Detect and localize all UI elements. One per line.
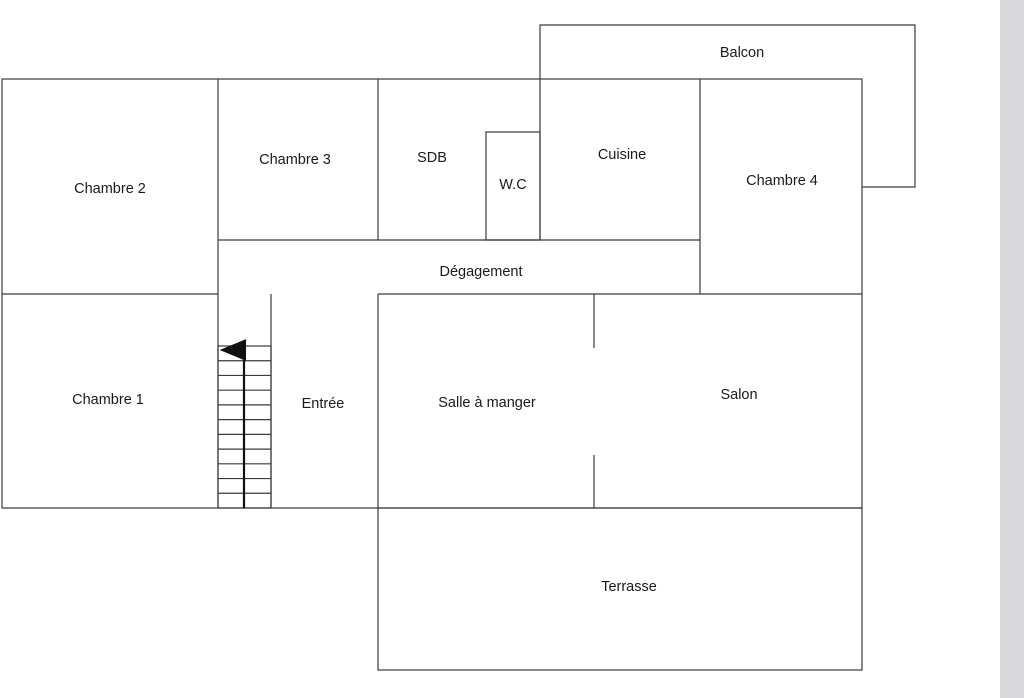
room-label-sdb: SDB — [417, 150, 447, 166]
room-label-degagement: Dégagement — [439, 264, 522, 280]
room-label-salon: Salon — [720, 387, 757, 403]
floor-plan: Balcon Chambre 2 Chambre 3 SDB W.C Cuisi… — [1, 24, 916, 671]
room-label-cuisine: Cuisine — [598, 147, 646, 163]
room-label-chambre-1: Chambre 1 — [72, 392, 144, 408]
interior-walls — [2, 79, 862, 508]
room-label-salle-a-manger: Salle à manger — [438, 395, 536, 411]
side-strip — [1000, 0, 1024, 698]
wc-outline — [485, 131, 541, 241]
terrasse-outline — [377, 507, 863, 671]
room-label-terrasse: Terrasse — [601, 579, 657, 595]
balcon-outline — [539, 24, 916, 188]
room-label-chambre-2: Chambre 2 — [74, 181, 146, 197]
room-label-wc: W.C — [499, 177, 526, 193]
room-label-balcon: Balcon — [720, 45, 764, 61]
room-label-entree: Entrée — [302, 396, 345, 412]
room-label-chambre-4: Chambre 4 — [746, 173, 818, 189]
room-label-chambre-3: Chambre 3 — [259, 152, 331, 168]
